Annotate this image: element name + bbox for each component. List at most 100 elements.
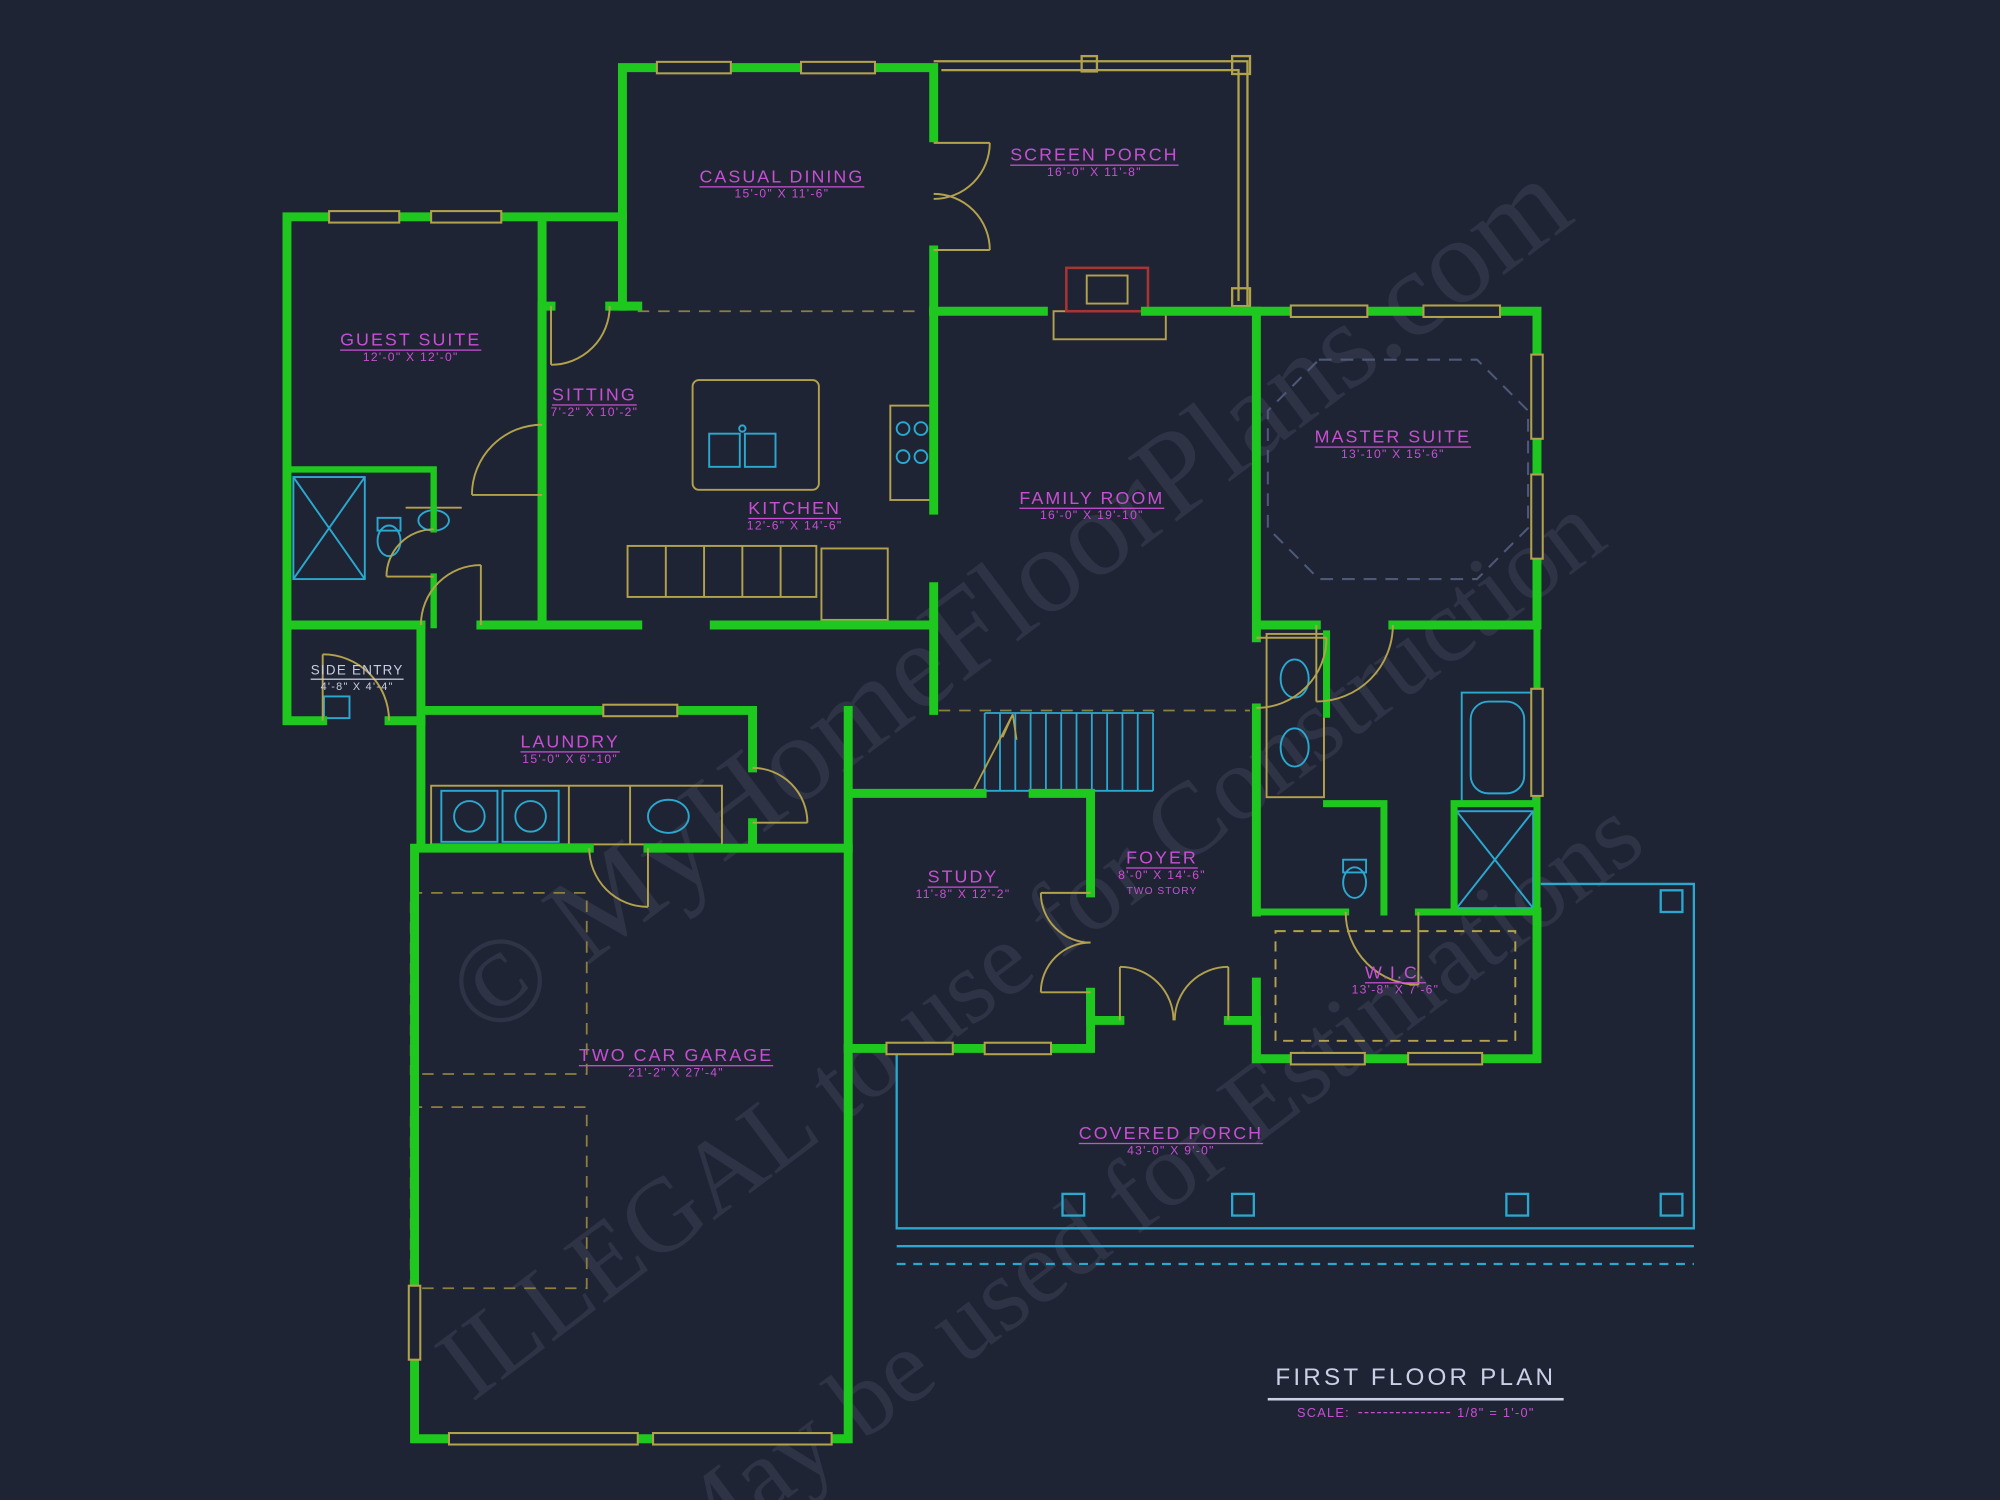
room-label-laundry: LAUNDRY 15'-0" X 6'-10" xyxy=(520,730,620,767)
stairs xyxy=(983,712,1154,792)
wall-master-suite xyxy=(1251,306,1542,1064)
room-label-casual-dining: CASUAL DINING 15'-0" X 11'-6" xyxy=(699,165,865,202)
door-guest-hall xyxy=(419,564,482,626)
window xyxy=(983,1041,1053,1056)
wic-shelving xyxy=(1274,930,1517,1042)
window xyxy=(328,210,401,224)
room-label-side-entry: SIDE ENTRY 4'-8" X 4'-4" xyxy=(310,663,404,693)
door-laundry xyxy=(752,766,809,824)
kitchen-sink xyxy=(708,432,741,468)
wall-side-entry xyxy=(282,620,426,726)
door-wic xyxy=(1344,911,1420,986)
door-dining-porch xyxy=(933,192,991,251)
guest-toilet xyxy=(376,524,402,558)
window xyxy=(602,703,679,718)
range-burner xyxy=(913,449,929,464)
window xyxy=(430,210,503,224)
door-swings xyxy=(321,141,1420,1021)
room-label-foyer: FOYER 8'-0" X 14'-6" TWO STORY xyxy=(1118,846,1206,897)
porch-post xyxy=(1659,889,1684,914)
stair-direction-arrow xyxy=(971,713,1018,794)
window xyxy=(1289,1051,1366,1066)
window xyxy=(1422,304,1502,318)
room-label-covered-porch: COVERED PORCH 43'-0" X 9'-0" xyxy=(1078,1122,1264,1159)
covered-porch-outline xyxy=(895,882,1696,1266)
window xyxy=(1530,687,1544,797)
door-front-entry xyxy=(1173,965,1230,1021)
kitchen-island xyxy=(691,379,820,491)
washer xyxy=(440,789,499,843)
scale-value: 1/8" = 1'-0" xyxy=(1457,1406,1535,1421)
range-burner xyxy=(913,421,929,436)
door-study-double xyxy=(1039,891,1091,944)
wall-garage xyxy=(410,843,853,1444)
guest-shower xyxy=(292,476,366,581)
master-sink xyxy=(1279,727,1310,768)
sheet-scale: SCALE:1/8" = 1'-0" xyxy=(1268,1407,1564,1421)
window xyxy=(1530,353,1544,440)
master-sink xyxy=(1279,658,1310,699)
dryer xyxy=(501,789,560,843)
door-dining-porch xyxy=(933,141,991,200)
laundry-counter xyxy=(430,784,723,846)
casework xyxy=(405,274,1517,1042)
window xyxy=(799,60,877,75)
sheet-title: FIRST FLOOR PLAN xyxy=(1267,1365,1564,1401)
porch-post xyxy=(1061,1192,1086,1217)
door-garage-entry xyxy=(588,848,649,908)
firebox xyxy=(1085,274,1129,305)
window xyxy=(655,60,732,75)
wall-master-bath xyxy=(1252,621,1541,916)
room-label-family-room: FAMILY ROOM 16'-0" X 19'-10" xyxy=(1019,487,1165,524)
door-guest-suite xyxy=(470,423,543,496)
room-label-guest-suite: GUEST SUITE 12'-0" X 12'-0" xyxy=(340,329,482,365)
walls xyxy=(282,63,1542,1444)
side-entry-step xyxy=(323,695,351,720)
utility-sink xyxy=(647,798,690,834)
room-label-kitchen: KITCHEN 12'-6" X 14'-6" xyxy=(746,497,843,534)
window xyxy=(1407,1051,1484,1066)
room-label-sitting: SITTING 7'-2" X 10'-2" xyxy=(550,383,639,420)
wall-guest-bath xyxy=(283,466,437,629)
room-label-study: STUDY 11'-8" X 12'-2" xyxy=(915,866,1011,902)
window xyxy=(407,1284,422,1361)
door-guest-bath xyxy=(385,528,434,578)
door-side-entry xyxy=(321,653,390,721)
wall-laundry xyxy=(416,620,853,853)
window xyxy=(1289,304,1369,318)
master-tub xyxy=(1460,691,1535,804)
range-burner xyxy=(895,421,911,436)
refrigerator xyxy=(820,547,889,621)
master-toilet xyxy=(1342,866,1368,899)
room-label-screen-porch: SCREEN PORCH 16'-0" X 11'-8" xyxy=(1010,144,1179,180)
windows xyxy=(328,60,1544,1446)
room-label-wic: W.I.C. 13'-8" X 7'-6" xyxy=(1351,961,1440,998)
garage-door xyxy=(447,1432,639,1446)
door-front-entry xyxy=(1118,965,1175,1021)
title-block: FIRST FLOOR PLAN SCALE:1/8" = 1'-0" xyxy=(1267,1365,1564,1421)
door-study-double xyxy=(1039,941,1091,994)
porch-post xyxy=(1505,1192,1530,1217)
base-cabinets xyxy=(626,544,818,598)
porch-post xyxy=(1230,1192,1255,1217)
garage-door xyxy=(652,1432,833,1446)
wall-study xyxy=(843,705,1096,1053)
range-burner xyxy=(895,449,911,464)
room-label-two-car-garage: TWO CAR GARAGE 21'-2" X 27'-4" xyxy=(578,1044,774,1081)
wall-casual-dining xyxy=(617,63,939,316)
porch-post xyxy=(1659,1192,1684,1217)
screen-porch-frame xyxy=(933,54,1252,308)
tray-ceiling-outline xyxy=(1266,358,1530,581)
fireplace xyxy=(1065,266,1150,313)
door-master xyxy=(1256,636,1328,709)
door-sitting xyxy=(550,306,611,366)
door-master-bath xyxy=(1315,624,1394,703)
scale-dash-line xyxy=(1357,1411,1450,1414)
wall-kitchen-sitting xyxy=(537,301,939,715)
window xyxy=(1530,473,1544,560)
window xyxy=(885,1041,954,1056)
wall-foyer xyxy=(1086,987,1261,1064)
